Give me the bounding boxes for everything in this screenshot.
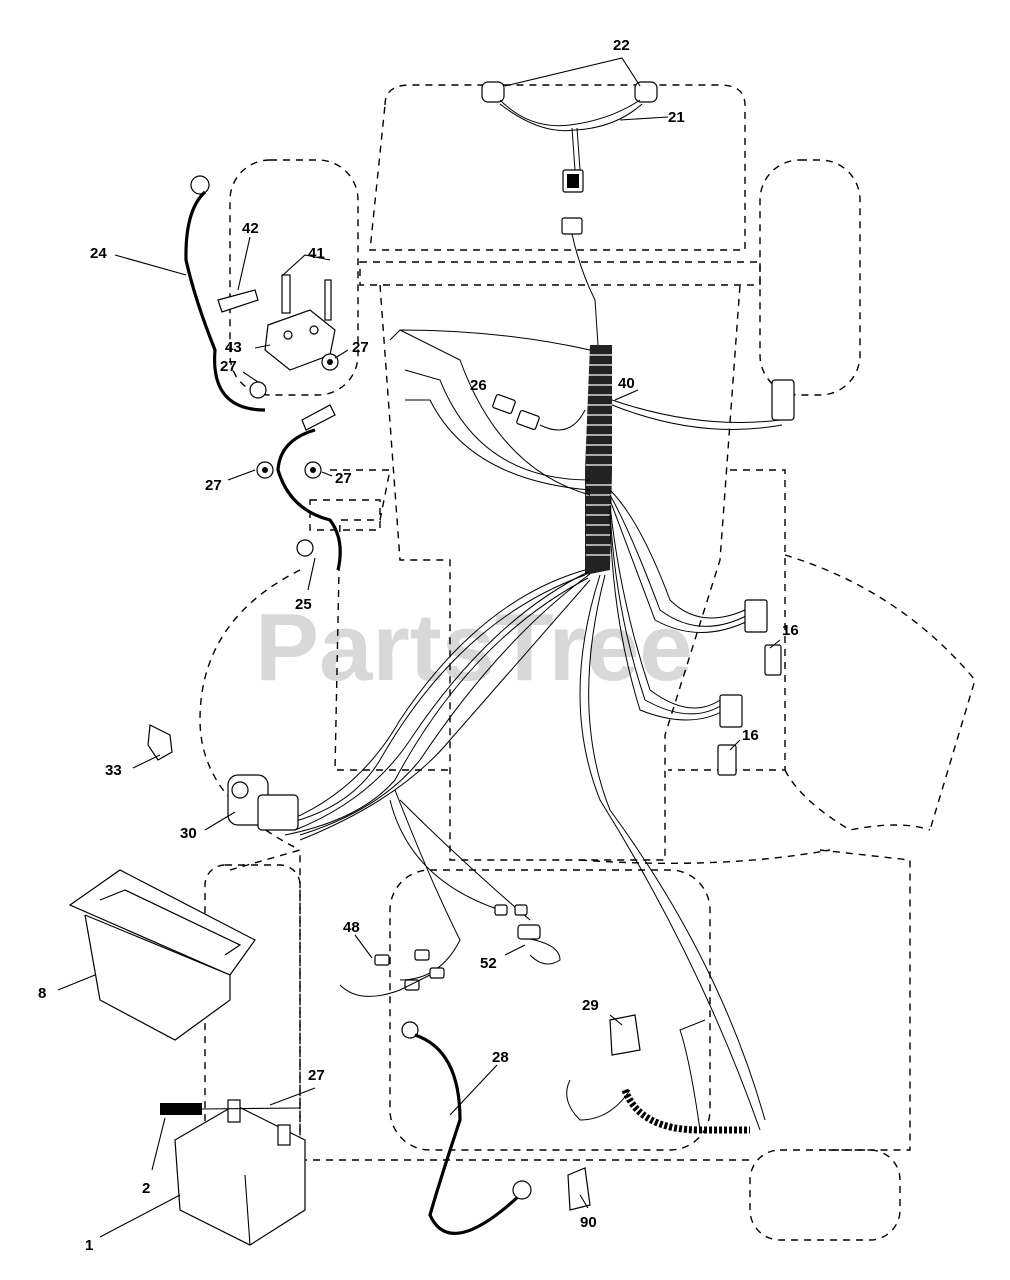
- callout-43: 43: [225, 339, 242, 356]
- ignition-switch-30: [227, 774, 299, 831]
- callout-16: 16: [742, 727, 759, 744]
- callout-27: 27: [352, 339, 369, 356]
- callout-16: 16: [782, 622, 799, 639]
- callout-30: 30: [180, 825, 197, 842]
- battery-tray-8: [68, 869, 256, 1041]
- callout-52: 52: [480, 955, 497, 972]
- callout-21: 21: [668, 109, 685, 126]
- battery-1: [160, 1099, 307, 1246]
- callout-41: 41: [308, 245, 325, 262]
- callout-90: 90: [580, 1214, 597, 1231]
- leader-lines: [57, 236, 781, 1238]
- callout-1: 1: [85, 1237, 93, 1254]
- headlight-harness: [481, 57, 669, 346]
- callout-27: 27: [205, 477, 222, 494]
- callout-27: 27: [220, 358, 237, 375]
- bracket-33: [147, 724, 173, 761]
- callout-22: 22: [613, 37, 630, 54]
- callout-27: 27: [308, 1067, 325, 1084]
- callout-26: 26: [470, 377, 487, 394]
- wire-bundles: [279, 329, 795, 1131]
- callout-8: 8: [38, 985, 46, 1002]
- main-harness-loom: [585, 345, 639, 575]
- rear-components: [401, 1014, 750, 1235]
- callout-labels: 22 21 24 42 41 43 27 27 27 27 26 40 25 1…: [38, 37, 799, 1254]
- callout-40: 40: [618, 375, 635, 392]
- solenoid-assembly: [217, 254, 339, 479]
- callout-27: 27: [335, 470, 352, 487]
- callout-48: 48: [343, 919, 360, 936]
- switch-leads: [339, 904, 561, 997]
- callout-24: 24: [90, 245, 107, 262]
- callout-2: 2: [142, 1180, 150, 1197]
- callout-33: 33: [105, 762, 122, 779]
- callout-25: 25: [295, 596, 312, 613]
- watermark: PartsTree: [255, 594, 693, 701]
- battery-cables: [184, 175, 342, 571]
- callout-29: 29: [582, 997, 599, 1014]
- callout-28: 28: [492, 1049, 509, 1066]
- connectors-26: [492, 393, 586, 431]
- callout-42: 42: [242, 220, 259, 237]
